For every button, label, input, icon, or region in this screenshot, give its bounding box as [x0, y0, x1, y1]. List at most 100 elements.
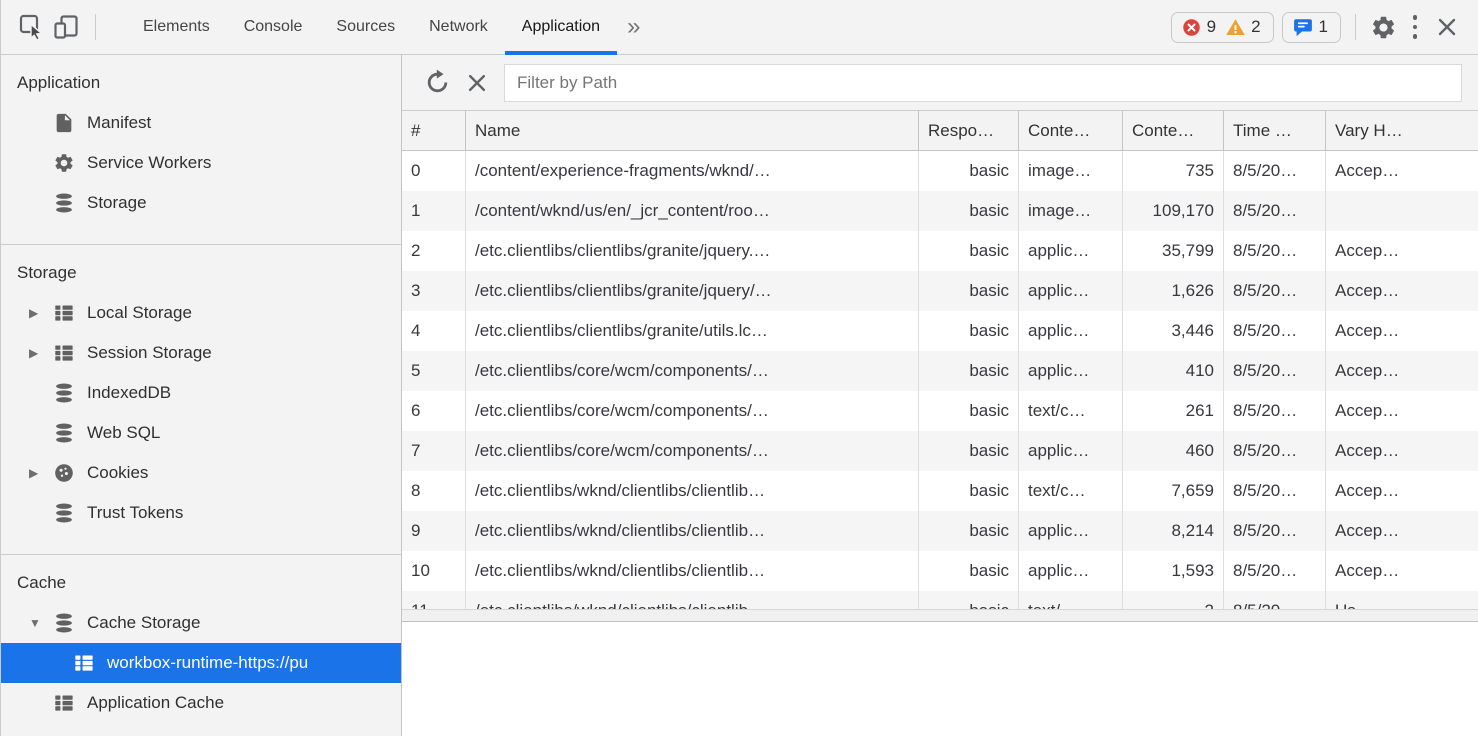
- section-title: Storage: [17, 263, 77, 282]
- cell-time: 8/5/20…: [1224, 471, 1326, 511]
- cell-name: /etc.clientlibs/clientlibs/granite/jquer…: [466, 271, 919, 311]
- close-devtools-button[interactable]: [1430, 10, 1464, 44]
- cell-: 1: [402, 191, 466, 231]
- table-row[interactable]: 5/etc.clientlibs/core/wcm/components/…ba…: [402, 351, 1478, 391]
- table-row[interactable]: 7/etc.clientlibs/core/wcm/components/…ba…: [402, 431, 1478, 471]
- cell-name: /content/wknd/us/en/_jcr_content/roo…: [466, 191, 919, 231]
- cell-name: /etc.clientlibs/wknd/clientlibs/clientli…: [466, 591, 919, 609]
- cell-respo: basic: [919, 271, 1019, 311]
- sidebar-item-label: IndexedDB: [87, 383, 172, 402]
- tabbar-right-cluster: 9 2 1: [1163, 10, 1478, 44]
- sidebar-item-workbox-runtime-https-pu[interactable]: workbox-runtime-https://pu: [1, 643, 401, 683]
- cell-time: 8/5/20…: [1224, 351, 1326, 391]
- column-header-[interactable]: #: [402, 111, 466, 150]
- filter-by-path-input[interactable]: [504, 63, 1462, 102]
- table-row[interactable]: 1/content/wknd/us/en/_jcr_content/roo…ba…: [402, 191, 1478, 231]
- cell-: 11: [402, 591, 466, 609]
- inspect-element-button[interactable]: [15, 10, 49, 44]
- sidebar-item-storage[interactable]: Storage: [1, 183, 401, 223]
- tab-network[interactable]: Network: [429, 18, 488, 35]
- section-title: Cache: [17, 573, 67, 592]
- chevron-right-icon[interactable]: ▶: [29, 346, 39, 360]
- table-row[interactable]: 9/etc.clientlibs/wknd/clientlibs/clientl…: [402, 511, 1478, 551]
- column-header-conte[interactable]: Conte…: [1019, 111, 1123, 150]
- more-tabs-button[interactable]: »: [627, 13, 641, 40]
- issues-badge[interactable]: 9 2: [1170, 11, 1274, 43]
- cell-respo: basic: [919, 151, 1019, 191]
- cell-vary-h: Accep…: [1335, 321, 1400, 340]
- sidebar-item-local-storage[interactable]: ▶ Local Storage: [1, 293, 401, 333]
- column-header-time[interactable]: Time …: [1224, 111, 1326, 150]
- cell-vary-h: Accep…: [1335, 161, 1400, 180]
- cell-conte: applic…: [1019, 311, 1123, 351]
- horizontal-scrollbar[interactable]: [402, 609, 1478, 622]
- cell-conte: applic…: [1019, 231, 1123, 271]
- cell-: 10: [402, 551, 466, 591]
- tab-elements[interactable]: Elements: [143, 18, 210, 35]
- table-icon: [53, 692, 75, 714]
- sidebar-item-manifest[interactable]: Manifest: [1, 103, 401, 143]
- table-row[interactable]: 6/etc.clientlibs/core/wcm/components/…ba…: [402, 391, 1478, 431]
- column-header-conte[interactable]: Conte…: [1123, 111, 1224, 150]
- table-row[interactable]: 11/etc.clientlibs/wknd/clientlibs/client…: [402, 591, 1478, 609]
- cell-conte: applic…: [1019, 551, 1123, 591]
- cell-time: 8/5/20…: [1224, 231, 1326, 271]
- chevron-right-icon[interactable]: ▶: [29, 466, 39, 480]
- chevron-right-icon[interactable]: ▶: [29, 306, 39, 320]
- cell-conte: image…: [1019, 151, 1123, 191]
- datagrid-rows: 0/content/experience-fragments/wknd/…bas…: [402, 151, 1478, 609]
- table-row[interactable]: 2/etc.clientlibs/clientlibs/granite/jque…: [402, 231, 1478, 271]
- cell-time: 8/5/20…: [1224, 431, 1326, 471]
- inspect-cursor-icon: [19, 14, 44, 41]
- tab-sources[interactable]: Sources: [336, 18, 396, 35]
- column-header-vary-h[interactable]: Vary H…: [1335, 120, 1403, 140]
- sidebar-item-service-workers[interactable]: Service Workers: [1, 143, 401, 183]
- cell-: 3: [402, 271, 466, 311]
- cell-conte: text/c…: [1019, 471, 1123, 511]
- column-header-respo[interactable]: Respo…: [919, 111, 1019, 150]
- sidebar-item-trust-tokens[interactable]: Trust Tokens: [1, 493, 401, 533]
- sidebar-item-application-cache[interactable]: Application Cache: [1, 683, 401, 723]
- cell-: 0: [402, 151, 466, 191]
- table-row[interactable]: 8/etc.clientlibs/wknd/clientlibs/clientl…: [402, 471, 1478, 511]
- device-toolbar-button[interactable]: [49, 10, 83, 44]
- table-row[interactable]: 3/etc.clientlibs/clientlibs/granite/jque…: [402, 271, 1478, 311]
- cell-name: /etc.clientlibs/core/wcm/components/…: [466, 431, 919, 471]
- table-icon: [53, 302, 75, 324]
- tab-application[interactable]: Application: [504, 0, 618, 55]
- sidebar-item-indexeddb[interactable]: IndexedDB: [1, 373, 401, 413]
- messages-badge[interactable]: 1: [1281, 11, 1341, 43]
- sidebar-item-label: workbox-runtime-https://pu: [107, 653, 309, 672]
- sidebar-item-label: Local Storage: [87, 303, 192, 322]
- database-icon: [53, 502, 75, 524]
- tab-console[interactable]: Console: [243, 18, 303, 35]
- sidebar-item-session-storage[interactable]: ▶ Session Storage: [1, 333, 401, 373]
- cell-conte: 460: [1123, 431, 1224, 471]
- cell-name: /etc.clientlibs/wknd/clientlibs/clientli…: [466, 511, 919, 551]
- cell-vary-h: Accep…: [1335, 561, 1400, 580]
- column-header-name[interactable]: Name: [466, 111, 919, 150]
- sidebar-item-cookies[interactable]: ▶Cookies: [1, 453, 401, 493]
- cell-vary-h: Accep…: [1335, 361, 1400, 380]
- table-row[interactable]: 0/content/experience-fragments/wknd/…bas…: [402, 151, 1478, 191]
- cookie-icon: [53, 462, 75, 484]
- chevron-down-icon[interactable]: ▼: [29, 616, 41, 630]
- delete-selected-button[interactable]: [460, 66, 494, 100]
- cell-respo: basic: [919, 471, 1019, 511]
- more-options-button[interactable]: [1400, 10, 1430, 44]
- cell-time: 8/5/20…: [1224, 191, 1326, 231]
- cell-name: /etc.clientlibs/wknd/clientlibs/clientli…: [466, 551, 919, 591]
- table-icon: [73, 652, 95, 674]
- cell-conte: 1,626: [1123, 271, 1224, 311]
- table-row[interactable]: 4/etc.clientlibs/clientlibs/granite/util…: [402, 311, 1478, 351]
- settings-button[interactable]: [1366, 10, 1400, 44]
- sidebar-item-cache-storage[interactable]: ▼Cache Storage: [1, 603, 401, 643]
- refresh-button[interactable]: [420, 66, 454, 100]
- sidebar-item-label: Session Storage: [87, 343, 212, 362]
- refresh-icon: [427, 69, 447, 93]
- sidebar-item-web-sql[interactable]: Web SQL: [1, 413, 401, 453]
- table-row[interactable]: 10/etc.clientlibs/wknd/clientlibs/client…: [402, 551, 1478, 591]
- message-count: 1: [1318, 17, 1328, 36]
